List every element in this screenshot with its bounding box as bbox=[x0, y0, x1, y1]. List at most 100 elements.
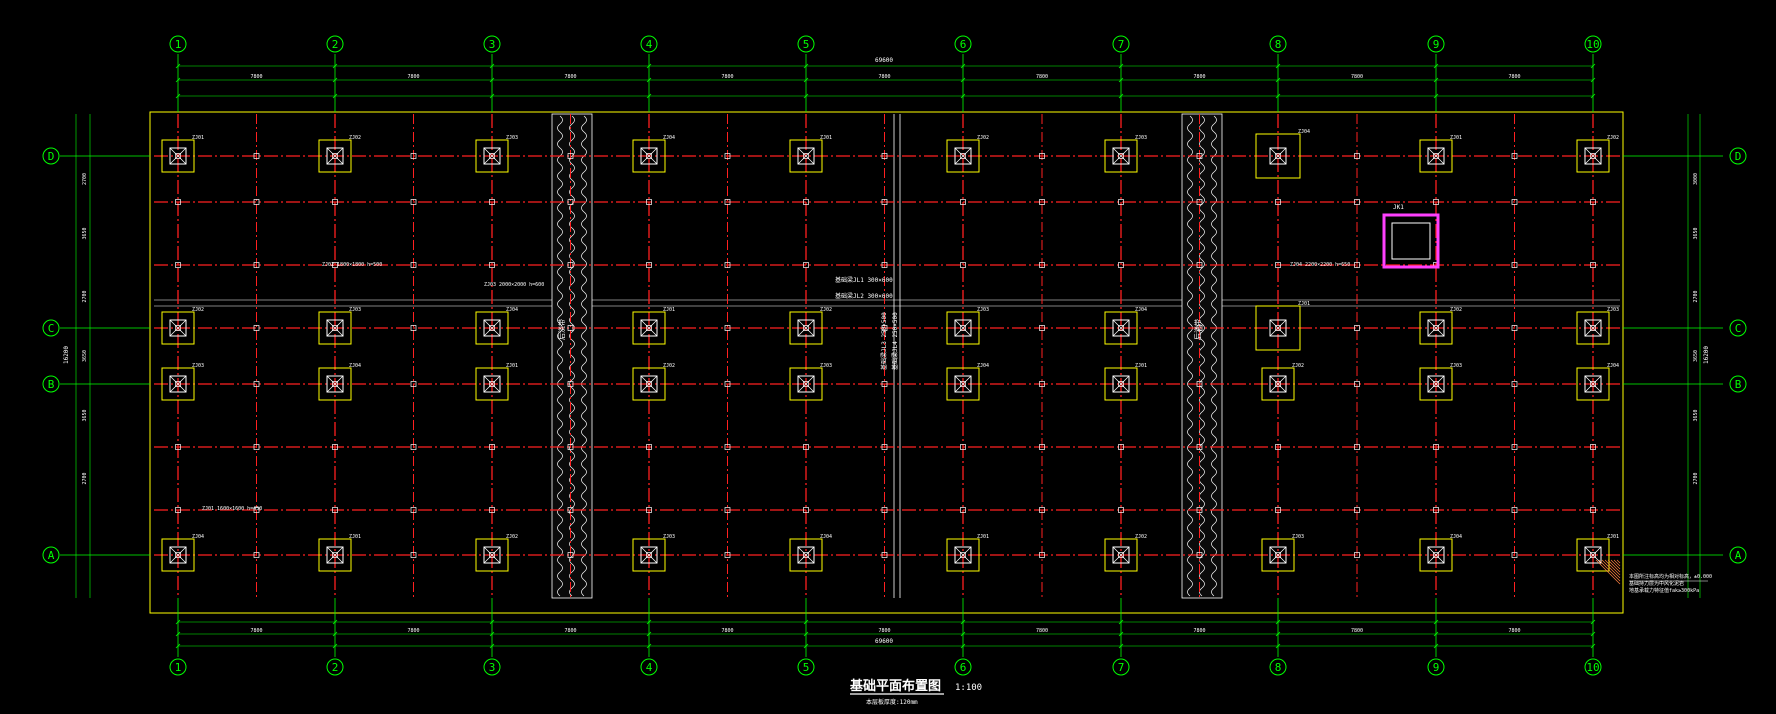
axis-label-4: 4 bbox=[646, 38, 653, 51]
beam-node bbox=[175, 552, 181, 558]
strip-hatch bbox=[1187, 115, 1193, 597]
strip-hatch bbox=[581, 115, 587, 597]
dim-tick bbox=[1275, 77, 1281, 83]
column-box bbox=[169, 546, 187, 564]
beam-node bbox=[1275, 444, 1281, 450]
column-box bbox=[326, 375, 344, 393]
beam-node bbox=[332, 262, 338, 268]
footing-label: ZJ02 bbox=[663, 363, 675, 369]
beam-node bbox=[175, 381, 181, 387]
total-length-top: 69600 bbox=[875, 57, 893, 64]
footing-label: ZJ02 bbox=[349, 135, 361, 141]
dim-tick bbox=[1590, 631, 1596, 637]
side-dim-right: 2700 bbox=[1693, 472, 1699, 484]
beam-node bbox=[1118, 444, 1124, 450]
bay-dim-top: 7800 bbox=[1036, 74, 1048, 80]
axis-bubble-7 bbox=[1112, 35, 1130, 53]
note-2: 基础持力层为中风化泥岩 bbox=[1629, 580, 1684, 587]
dim-tick bbox=[1590, 63, 1596, 69]
beam-node bbox=[1511, 325, 1518, 331]
dim-tick bbox=[1590, 619, 1596, 625]
beam-node bbox=[175, 199, 181, 205]
beam-note-2: 基础梁JL2 300×600 bbox=[835, 292, 893, 300]
beam-node bbox=[567, 325, 574, 331]
footing-label: ZJ04 bbox=[977, 363, 989, 369]
beam-node bbox=[646, 325, 652, 331]
beam-node bbox=[960, 381, 966, 387]
bay-dim-top: 7800 bbox=[1193, 74, 1205, 80]
footing-label: ZJ01 bbox=[1607, 534, 1619, 540]
beam-node bbox=[1196, 262, 1203, 268]
column-box bbox=[797, 375, 815, 393]
column-box bbox=[1584, 375, 1602, 393]
beam-node bbox=[803, 444, 809, 450]
column-cross bbox=[1427, 546, 1445, 564]
dim-tick bbox=[960, 631, 966, 637]
footing-pad bbox=[789, 311, 823, 345]
column-box bbox=[1269, 375, 1287, 393]
dim-tick bbox=[1433, 93, 1439, 99]
beam-node bbox=[646, 199, 652, 205]
dim-tick bbox=[1275, 631, 1281, 637]
dim-tick bbox=[646, 619, 652, 625]
beam-node bbox=[1039, 153, 1045, 159]
column-box bbox=[326, 319, 344, 337]
footing-label: ZJ04 bbox=[820, 534, 832, 540]
dim-tick bbox=[175, 63, 181, 69]
column-cross bbox=[1269, 319, 1287, 337]
beam-node bbox=[1433, 153, 1439, 159]
beam-node bbox=[1433, 444, 1439, 450]
drawing-scale: 1:100 bbox=[955, 683, 982, 693]
beam-node bbox=[410, 381, 417, 387]
footing-pad bbox=[475, 311, 509, 345]
dimension-lines: 7800780078007800780078007800780078007800… bbox=[75, 63, 1701, 649]
footing-label: ZJ03 bbox=[1292, 534, 1304, 540]
dim-tick bbox=[1433, 619, 1439, 625]
beam-node bbox=[1511, 153, 1518, 159]
side-dim-left: 3650 bbox=[82, 409, 88, 421]
beam-node bbox=[1275, 262, 1281, 268]
column-cross bbox=[640, 319, 658, 337]
beam-node bbox=[1118, 199, 1124, 205]
beam-node bbox=[410, 552, 417, 558]
beam-node bbox=[1275, 381, 1281, 387]
footing-label: ZJ01 bbox=[663, 307, 675, 313]
beam-node bbox=[803, 199, 809, 205]
beam-node bbox=[724, 325, 731, 331]
beam-node bbox=[1590, 325, 1596, 331]
beam-node bbox=[1118, 507, 1124, 513]
axis-label-10: 10 bbox=[1586, 661, 1599, 674]
beam-note-1: 基础梁JL1 300×600 bbox=[835, 276, 893, 284]
footing-detail-1: ZJ02 1800×1800 h=500 bbox=[322, 262, 382, 268]
beam-node bbox=[489, 444, 495, 450]
column-cross bbox=[1269, 375, 1287, 393]
footing-pad bbox=[161, 367, 195, 401]
beam-node bbox=[332, 444, 338, 450]
beam-node bbox=[1354, 262, 1360, 268]
beam-node bbox=[803, 325, 809, 331]
footing-pad bbox=[161, 538, 195, 572]
axis-label-D: D bbox=[48, 150, 55, 163]
axis-bubble-5 bbox=[797, 658, 815, 676]
column-box bbox=[1584, 147, 1602, 165]
bay-dim-bottom: 7800 bbox=[721, 628, 733, 634]
beam-node bbox=[1354, 552, 1360, 558]
footing-label: ZJ03 bbox=[1450, 363, 1462, 369]
beam-node bbox=[803, 153, 809, 159]
column-box bbox=[169, 375, 187, 393]
footing-pad bbox=[475, 139, 509, 173]
column-cross bbox=[640, 546, 658, 564]
beam-node bbox=[724, 199, 731, 205]
column-box bbox=[1269, 546, 1287, 564]
dim-tick bbox=[1433, 63, 1439, 69]
hatch-line bbox=[1595, 559, 1621, 585]
column-cross bbox=[326, 319, 344, 337]
side-dim-left: 2700 bbox=[82, 290, 88, 302]
dim-tick bbox=[960, 619, 966, 625]
footing-pad bbox=[475, 367, 509, 401]
beam-node bbox=[724, 552, 731, 558]
footing-pad bbox=[632, 367, 666, 401]
total-width-left: 16200 bbox=[63, 346, 70, 364]
